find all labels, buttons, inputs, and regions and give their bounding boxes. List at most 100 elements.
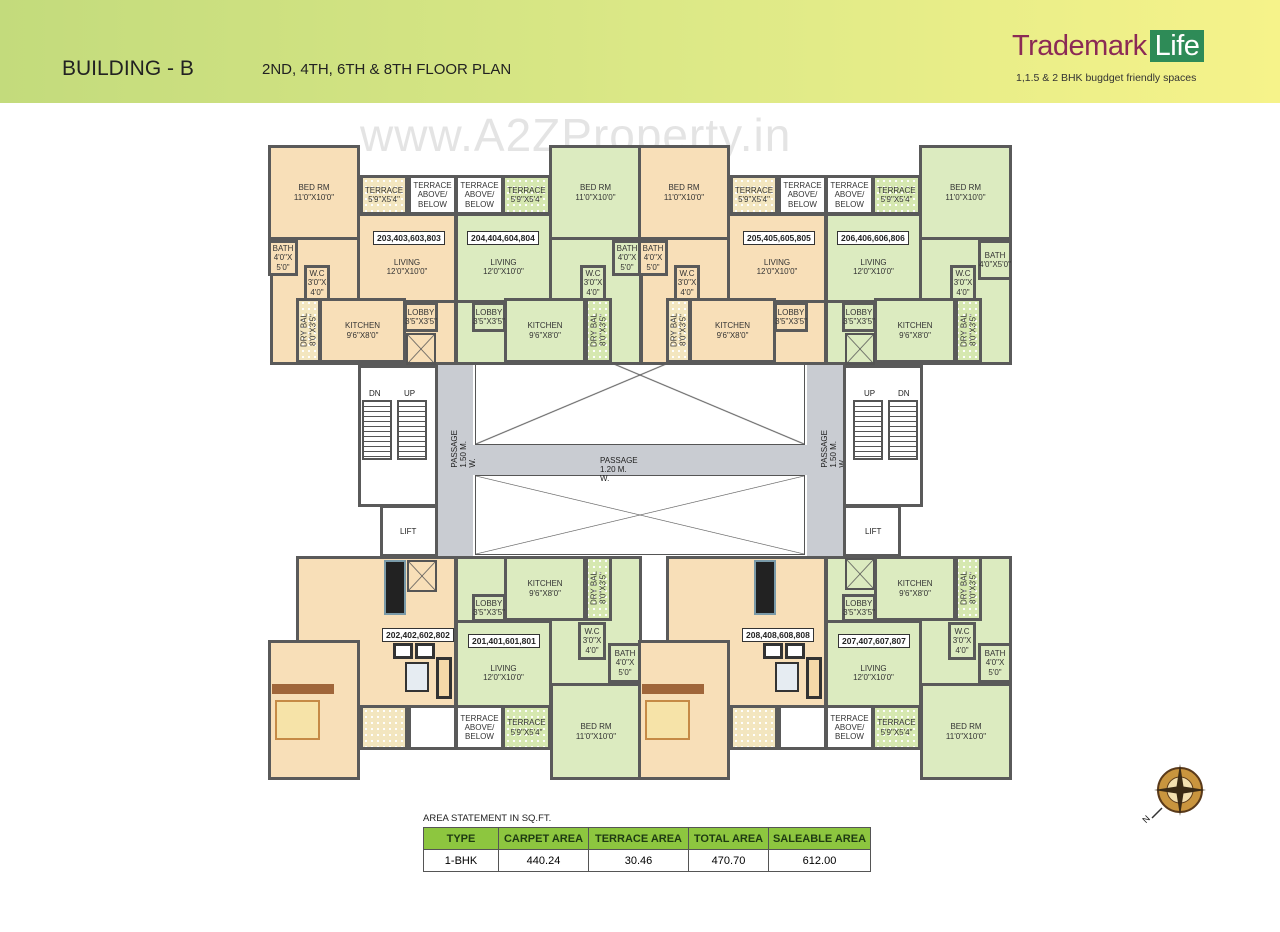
room-name: W.C (585, 269, 601, 279)
unit-number-label: 203,403,603,803 (373, 231, 445, 245)
room-dim: 11'0"X10'0" (575, 192, 616, 202)
unit-number-label: 204,404,604,804 (467, 231, 539, 245)
stair-down-label: DN (369, 389, 381, 398)
room-dim: 3'0"X 4'0" (582, 636, 602, 655)
room-dim: 3'0"X 4'0" (583, 278, 603, 297)
room-name: LIVING (490, 663, 517, 673)
room-dim: 9'6"X8'0" (899, 330, 931, 340)
table-cell: 1-BHK (423, 849, 499, 872)
room-name: KITCHEN (527, 579, 563, 589)
room-name: DRY BAL (959, 571, 969, 606)
room-name: BED RM (298, 183, 330, 193)
room-dim: 8'0"X3'5" (968, 314, 978, 347)
room-dim: 4'0"X 5'0" (643, 253, 663, 272)
room-dim: 12'0"X10'0" (483, 267, 524, 276)
room-dim: 11'0"X10'0" (293, 192, 335, 202)
room-dim: 4'0"X 5'0" (273, 253, 293, 272)
bed-furniture-icon (275, 700, 320, 740)
room-dim: 8'0"X3'5" (598, 572, 608, 605)
building-title: BUILDING - B (62, 57, 194, 80)
stove-icon (754, 560, 776, 615)
room-name: TERRACE (734, 185, 774, 195)
column-header: SALEABLE AREA (768, 827, 871, 850)
room-name: TERRACE (507, 718, 546, 728)
room-dim: 5'9"X5'4" (880, 727, 913, 737)
room-name: TERRACE (364, 185, 404, 195)
room-name: BATH (616, 244, 638, 254)
room-name: W.C (679, 269, 695, 279)
stair-down-label: DN (898, 389, 910, 398)
room-name: LOBBY (777, 307, 805, 317)
table-cell: 30.46 (588, 849, 689, 872)
terrace-above-below (778, 705, 827, 750)
open-void-bottom (475, 475, 805, 555)
unit-number-label: 201,401,601,801 (468, 634, 540, 648)
wardrobe-icon (272, 684, 334, 694)
room-dim: 3'0"X 4'0" (952, 636, 972, 655)
stair-up-label: UP (404, 389, 416, 398)
room-name: LOBBY (407, 307, 435, 317)
room-name: BED RM (579, 183, 612, 193)
sofa-chair-icon (785, 643, 805, 659)
column-header: CARPET AREA (498, 827, 589, 850)
room-dim: 12'0"X10'0" (853, 673, 894, 682)
room-dim: 9'6"X8'0" (899, 588, 931, 598)
floor-plan-title: 2ND, 4TH, 6TH & 8TH FLOOR PLAN (262, 61, 512, 78)
room-dim: 8'0"X3'5" (678, 314, 688, 347)
room-name: TERRACE (877, 718, 916, 728)
room-dim: 11'0"X10'0" (945, 731, 987, 741)
stair-flight (397, 400, 427, 460)
room-dim: 3'5"X3'5" (473, 317, 505, 326)
room-name: LIVING (393, 257, 421, 267)
room-dim: 3'5"X3'5" (843, 317, 875, 326)
room-dim: 3'5"X3'5" (775, 317, 807, 326)
compass-north-label: N (1140, 813, 1152, 825)
stair-flight (853, 400, 883, 460)
wardrobe-icon (642, 684, 704, 694)
unit-number-label: 207,407,607,807 (838, 634, 910, 648)
stair-up-label: UP (864, 389, 876, 398)
duct-shaft (845, 558, 875, 590)
room-dim: 5'9"X5'4" (510, 727, 543, 737)
lift-label: LIFT (865, 527, 882, 536)
room-name: BATH (642, 244, 664, 254)
room-name: BATH (984, 649, 1006, 659)
room-dim: 4'0"X5'0" (979, 260, 1011, 269)
room-name: LIVING (763, 257, 791, 267)
room-name: LOBBY (475, 598, 503, 608)
terrace-above-below: TERRACE ABOVE/ BELOW (455, 175, 504, 215)
terrace-above-below: TERRACE ABOVE/ BELOW (825, 705, 874, 750)
room-name: BED RM (580, 722, 612, 732)
room-name: DRY BAL (299, 313, 309, 348)
terrace-above-below: TERRACE ABOVE/ BELOW (408, 175, 457, 215)
table-header-row: TYPE CARPET AREA TERRACE AREA TOTAL AREA… (423, 827, 871, 850)
table-cell: 440.24 (498, 849, 589, 872)
stove-icon (384, 560, 406, 615)
passage-center-label: PASSAGE 1.20 M. W. (600, 456, 638, 483)
room-dim: 4'0"X 5'0" (985, 658, 1005, 677)
room-name: W.C (954, 627, 970, 637)
duct-shaft (406, 333, 436, 365)
lift-left (380, 505, 438, 557)
room-dim: 9'6"X8'0" (529, 330, 561, 340)
